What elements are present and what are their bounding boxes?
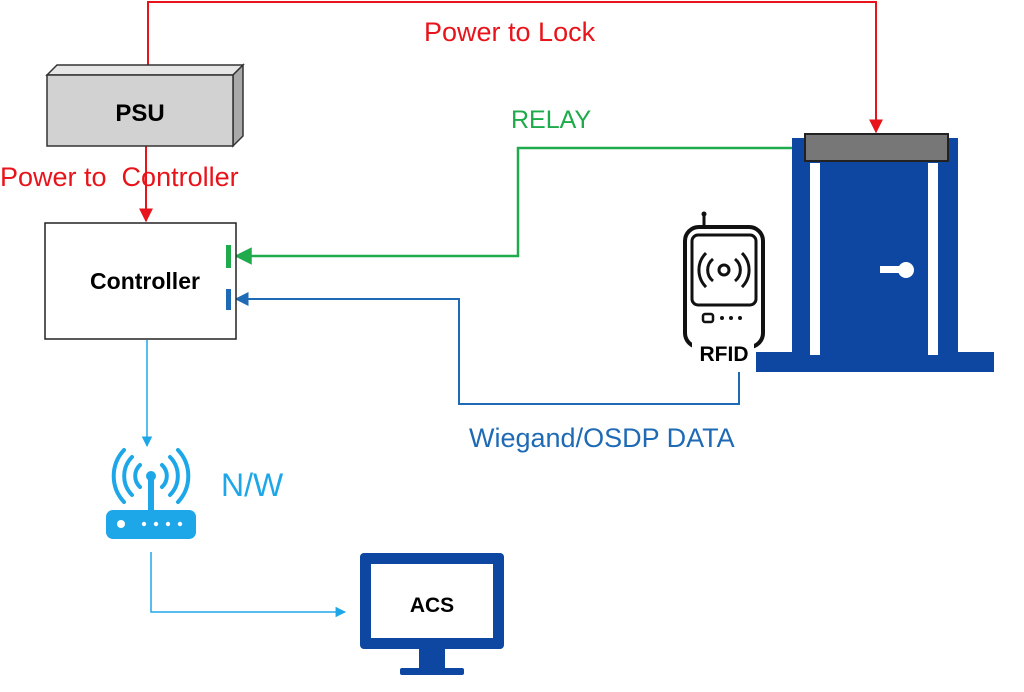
data-terminal xyxy=(226,289,231,310)
relay-line xyxy=(234,146,808,265)
rfid-label: RFID xyxy=(700,343,749,366)
relay-terminal xyxy=(226,245,231,268)
controller-box: Controller xyxy=(44,222,237,340)
network-to-acs-line xyxy=(150,552,347,618)
power-to-lock-line xyxy=(147,1,883,134)
psu-label: PSU xyxy=(115,100,164,127)
controller-label: Controller xyxy=(90,268,200,294)
network-label: N/W xyxy=(221,467,284,503)
wiegand-data-line xyxy=(234,292,740,405)
lock-bar xyxy=(804,133,949,162)
door-icon xyxy=(756,138,994,372)
monitor-icon xyxy=(360,553,504,675)
rfid-reader-icon xyxy=(683,211,765,372)
power-to-controller-label: Power to Controller xyxy=(0,162,239,192)
relay-label: RELAY xyxy=(511,106,591,134)
wiegand-label: Wiegand/OSDP DATA xyxy=(469,423,735,453)
acs-label: ACS xyxy=(410,594,454,617)
psu-box: PSU xyxy=(45,63,245,148)
power-to-lock-label: Power to Lock xyxy=(424,17,596,47)
wifi-router-icon xyxy=(106,448,196,539)
